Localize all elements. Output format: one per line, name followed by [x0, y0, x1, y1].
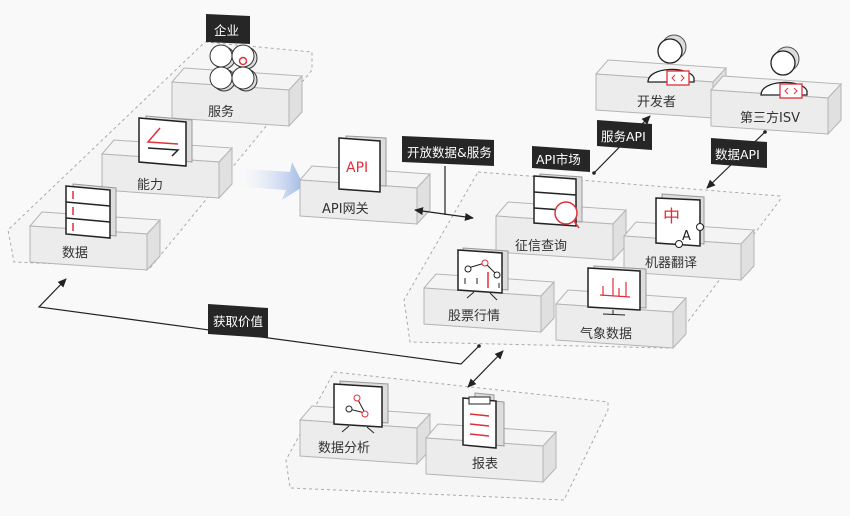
api-gateway-node[interactable]: API API网关 [299, 135, 431, 225]
machine-translation-node[interactable]: 中 A 机器翻译 [623, 193, 755, 281]
service-api-label: 服务API [601, 129, 646, 144]
third-party-isv-label: 第三方ISV [740, 110, 800, 126]
stock-quotes-node[interactable]: 股票行情 [423, 247, 555, 333]
exchange-icon [138, 115, 193, 167]
credit-query-label: 征信查询 [515, 239, 567, 254]
report-label: 报表 [472, 457, 498, 472]
weather-data-label: 气象数据 [580, 326, 632, 342]
data-node[interactable]: 数据 [29, 183, 161, 271]
api-market-tag: API市场 [532, 146, 590, 172]
open-data-label: 开放数据&服务 [407, 145, 492, 160]
data-analysis-node[interactable]: 数据分析 [299, 380, 431, 465]
market-apps-arrow [467, 350, 504, 388]
clipboard-report-icon [462, 392, 505, 449]
translate-en-glyph: A [682, 229, 691, 244]
clover-service-icon [209, 44, 258, 92]
translate-cn-glyph: 中 [663, 207, 680, 227]
service-api-connector: 服务API [592, 115, 652, 175]
developer-user-icon [647, 34, 695, 86]
stock-quotes-label: 股票行情 [448, 309, 500, 324]
third-party-isv-node[interactable]: 第三方ISV [710, 46, 842, 135]
data-analysis-label: 数据分析 [318, 441, 370, 456]
isv-user-icon [760, 46, 808, 99]
open-data-connector: 开放数据&服务 [402, 136, 494, 221]
developer-label: 开发者 [637, 94, 676, 110]
enterprise-tag-label: 企业 [214, 23, 239, 38]
service-node[interactable]: 服务 [171, 44, 303, 127]
report-node[interactable]: 报表 [425, 392, 557, 483]
monitor-chart-icon [587, 265, 647, 316]
translate-icon: 中 A [655, 193, 705, 248]
credit-query-node[interactable]: 征信查询 [495, 173, 627, 261]
machine-translation-label: 机器翻译 [645, 256, 697, 271]
weather-data-node[interactable]: 气象数据 [555, 265, 687, 349]
developer-node[interactable]: 开发者 [595, 34, 727, 119]
data-label: 数据 [62, 246, 88, 261]
capability-label: 能力 [137, 178, 163, 193]
server-stack-icon [65, 183, 117, 239]
flow-arrow-icon [230, 162, 304, 200]
data-api-connector: 数据API [706, 130, 767, 189]
stock-chart-icon [457, 247, 509, 301]
analysis-board-icon [333, 380, 389, 434]
enterprise-tag: 企业 [206, 14, 250, 44]
capability-node[interactable]: 能力 [101, 115, 233, 199]
api-card-icon: API [338, 135, 387, 193]
api-market-tag-label: API市场 [536, 152, 581, 167]
credit-search-icon [533, 173, 583, 229]
data-api-label: 数据API [715, 147, 760, 162]
api-gateway-label: API网关 [322, 202, 369, 217]
service-label: 服务 [208, 104, 234, 120]
get-value-label: 获取价值 [213, 314, 263, 329]
api-card-text: API [346, 160, 368, 176]
